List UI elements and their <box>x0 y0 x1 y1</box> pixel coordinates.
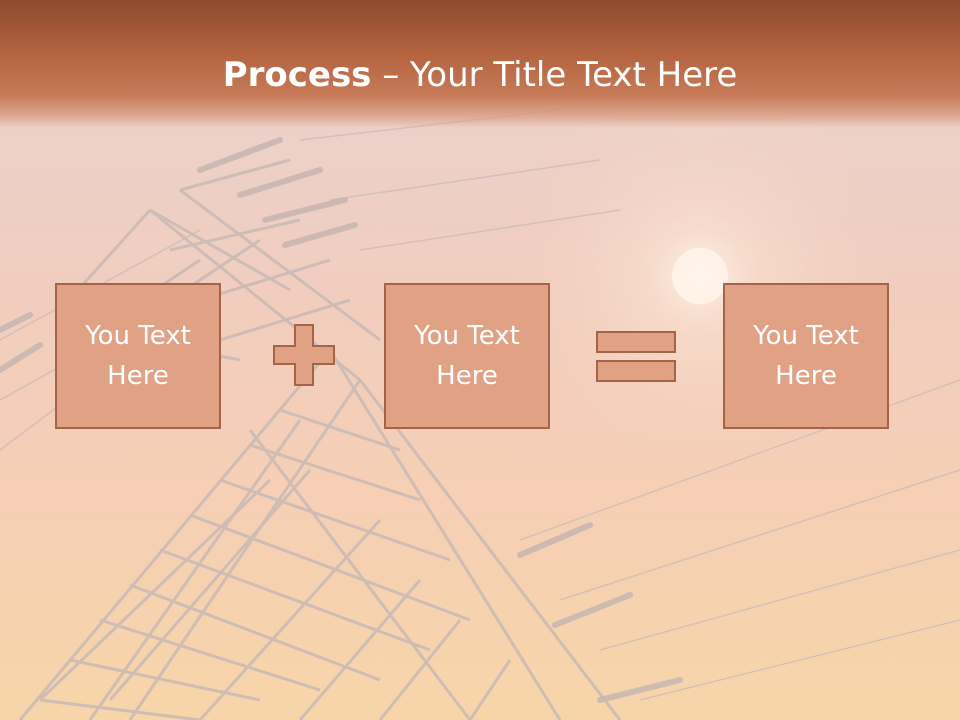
process-box-2-text: You Text Here <box>414 321 520 391</box>
process-box-1[interactable]: You Text Here <box>55 283 221 429</box>
process-box-3[interactable]: You Text Here <box>723 283 889 429</box>
process-box-3-text: You Text Here <box>753 321 859 391</box>
sun <box>672 248 728 304</box>
title-rest-part: – Your Title Text Here <box>371 55 738 95</box>
slide-title[interactable]: Process – Your Title Text Here <box>0 52 960 98</box>
title-bar <box>0 0 960 128</box>
title-bold-part: Process <box>222 55 372 95</box>
process-box-2[interactable]: You Text Here <box>384 283 550 429</box>
plus-icon <box>273 324 335 386</box>
equals-icon <box>596 331 676 382</box>
process-box-1-text: You Text Here <box>85 321 191 391</box>
